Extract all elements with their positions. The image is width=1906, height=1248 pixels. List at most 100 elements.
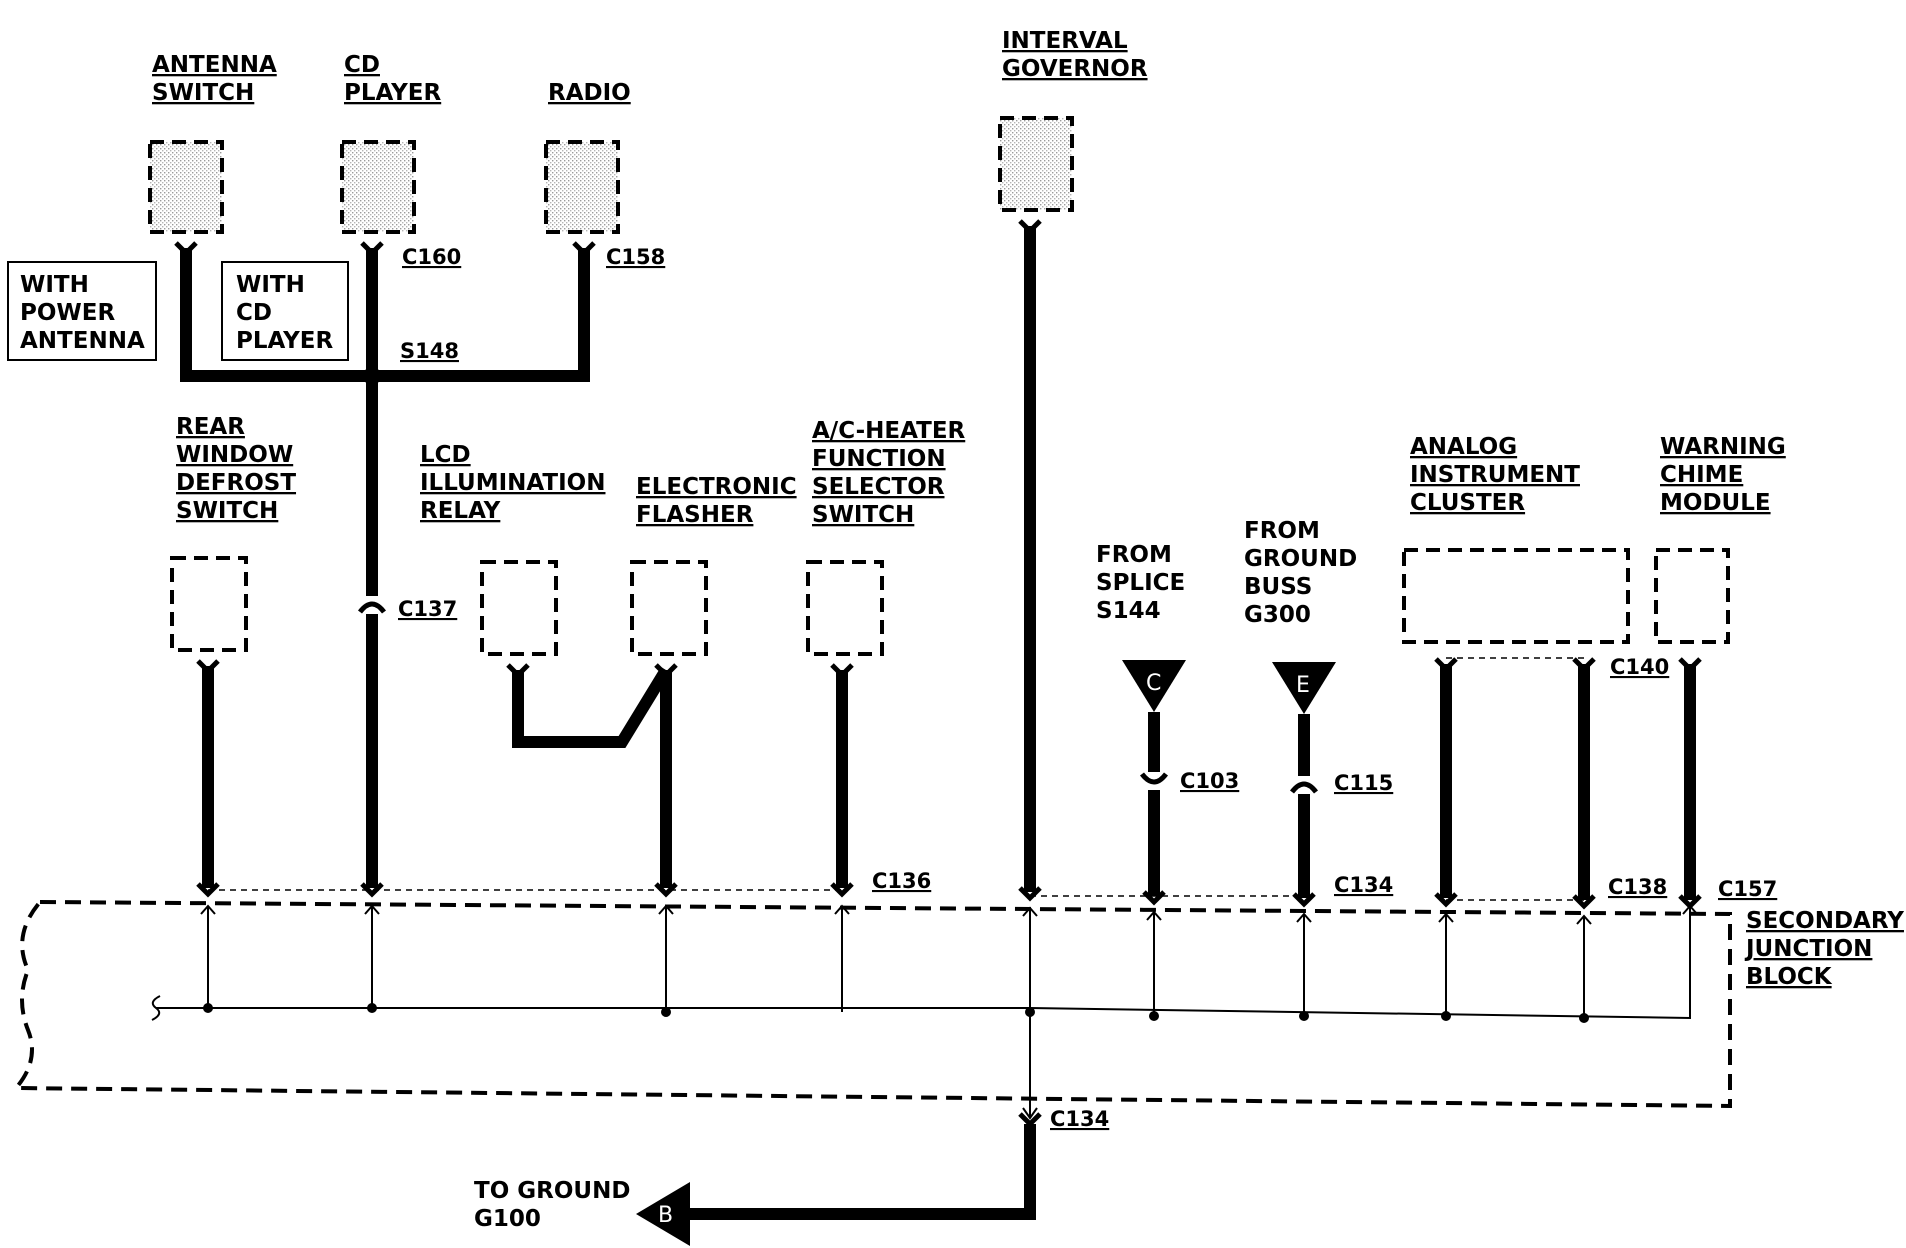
cluster-label-2: INSTRUMENT bbox=[1410, 462, 1580, 488]
with-power-antenna-frame bbox=[7, 261, 157, 361]
flasher-terminal bbox=[654, 663, 678, 679]
radio: RADIO bbox=[544, 80, 631, 234]
interval-governor: INTERVAL GOVERNOR bbox=[998, 28, 1148, 212]
lcd-relay-label-3: RELAY bbox=[420, 498, 501, 524]
junction-block-label-3: BLOCK bbox=[1746, 964, 1833, 990]
with-power-antenna-line-1: WITH bbox=[20, 272, 89, 298]
splice-c-letter: C bbox=[1146, 671, 1161, 696]
terminal-ac-heater bbox=[830, 882, 854, 898]
antenna-switch-label-2: SWITCH bbox=[152, 80, 254, 106]
c115-connector bbox=[1290, 781, 1318, 794]
splice-c-triangle bbox=[1122, 660, 1186, 712]
terminal-s148 bbox=[360, 882, 384, 898]
rear-defrost-label-3: DEFROST bbox=[176, 470, 296, 496]
chime-label-1: WARNING bbox=[1660, 434, 1786, 460]
with-cd-player-line-2: CD bbox=[236, 300, 272, 326]
c136-label: C136 bbox=[872, 869, 931, 893]
lcd-illumination-relay: LCD ILLUMINATION RELAY bbox=[420, 442, 672, 748]
s148-label: S148 bbox=[400, 339, 459, 363]
ground-b-letter: B bbox=[658, 1203, 673, 1228]
antenna-switch-label-1: ANTENNA bbox=[152, 52, 277, 78]
flasher-label-1: ELECTRONIC bbox=[636, 474, 797, 500]
antenna-switch-wire bbox=[180, 248, 590, 382]
c134-top-label: C134 bbox=[1334, 873, 1393, 897]
from-buss-line-2: GROUND bbox=[1244, 546, 1357, 572]
with-power-antenna-line-2: POWER bbox=[20, 300, 115, 326]
chime-terminal bbox=[1678, 657, 1702, 673]
to-ground-line-1: TO GROUND bbox=[474, 1178, 630, 1204]
cluster-label-1: ANALOG bbox=[1410, 434, 1517, 460]
rear-defrost-label-1: REAR bbox=[176, 414, 245, 440]
ac-heater-terminal bbox=[830, 663, 854, 679]
junction-block-label-1: SECONDARY bbox=[1746, 908, 1904, 934]
cd-player-box bbox=[340, 140, 416, 234]
terminal-splice-c bbox=[1142, 890, 1166, 906]
from-ground-buss-g300: FROM GROUND BUSS G300 E C115 C134 bbox=[1244, 518, 1393, 898]
ac-heater-label-4: SWITCH bbox=[812, 502, 914, 528]
c115-label: C115 bbox=[1334, 771, 1393, 795]
buss-e-triangle bbox=[1272, 662, 1336, 714]
to-ground-g100: B C134 TO GROUND G100 bbox=[474, 1107, 1109, 1246]
interval-governor-terminal bbox=[1018, 219, 1042, 235]
from-splice-line-3: S144 bbox=[1096, 598, 1161, 624]
rear-defrost-label-2: WINDOW bbox=[176, 442, 293, 468]
c160-label: C160 bbox=[402, 245, 461, 269]
electronic-flasher: ELECTRONIC FLASHER bbox=[630, 474, 797, 888]
terminal-flasher bbox=[654, 882, 678, 898]
cd-player: CD PLAYER bbox=[340, 52, 441, 234]
radio-terminal bbox=[572, 241, 596, 257]
antenna-switch-terminal bbox=[174, 241, 198, 257]
to-ground-line-2: G100 bbox=[474, 1206, 541, 1232]
chime-box bbox=[1654, 548, 1730, 644]
from-buss-line-4: G300 bbox=[1244, 602, 1311, 628]
ac-heater-label-1: A/C-HEATER bbox=[812, 418, 966, 444]
c137-connector bbox=[358, 601, 386, 614]
cluster-label-3: CLUSTER bbox=[1410, 490, 1525, 516]
antenna-switch: ANTENNA SWITCH bbox=[148, 52, 277, 234]
with-power-antenna-note: WITH POWER ANTENNA bbox=[7, 261, 157, 361]
flasher-label-2: FLASHER bbox=[636, 502, 754, 528]
lcd-relay-box bbox=[480, 560, 558, 656]
from-buss-line-1: FROM bbox=[1244, 518, 1320, 544]
rear-defrost-terminal bbox=[196, 659, 220, 675]
secondary-junction-block: SECONDARY JUNCTION BLOCK bbox=[11, 899, 1904, 1120]
ground-output-wire bbox=[680, 1124, 1036, 1220]
terminal-interval-governor bbox=[1018, 886, 1042, 902]
c158-label: C158 bbox=[606, 245, 665, 269]
radio-label: RADIO bbox=[548, 80, 631, 106]
warning-chime-module: WARNING CHIME MODULE C157 bbox=[1654, 434, 1786, 901]
c134-bottom-label: C134 bbox=[1050, 1107, 1109, 1131]
radio-box bbox=[544, 140, 620, 234]
terminal-cluster-2 bbox=[1572, 894, 1596, 910]
c138-label: C138 bbox=[1608, 875, 1667, 899]
cluster-terminal-1 bbox=[1434, 657, 1458, 673]
terminal-rear-defrost bbox=[196, 882, 220, 898]
tap-arrowheads bbox=[200, 904, 1698, 1120]
bus-junction-dots bbox=[203, 1003, 1589, 1023]
lcd-relay-label-2: ILLUMINATION bbox=[420, 470, 605, 496]
interval-governor-circuit bbox=[1018, 219, 1042, 892]
rear-defrost-label-4: SWITCH bbox=[176, 498, 278, 524]
rear-defrost-box bbox=[170, 556, 248, 652]
terminal-buss-e bbox=[1292, 892, 1316, 908]
with-power-antenna-line-3: ANTENNA bbox=[20, 328, 145, 354]
from-splice-line-2: SPLICE bbox=[1096, 570, 1185, 596]
c140-label: C140 bbox=[1610, 655, 1669, 679]
with-cd-player-line-3: PLAYER bbox=[236, 328, 333, 354]
junction-block-label-2: JUNCTION bbox=[1744, 936, 1872, 962]
cluster-box bbox=[1402, 548, 1630, 644]
rear-window-defrost-switch: REAR WINDOW DEFROST SWITCH bbox=[170, 414, 296, 888]
terminal-cluster-1 bbox=[1434, 892, 1458, 908]
flasher-box bbox=[630, 560, 708, 656]
cd-player-terminal bbox=[360, 241, 384, 257]
upper-radio-circuit: C160 C158 S148 bbox=[174, 241, 665, 385]
ground-b-arrow bbox=[636, 1182, 690, 1246]
s148-ground-wire: C137 bbox=[358, 376, 457, 888]
with-cd-player-note: WITH CD PLAYER bbox=[221, 261, 349, 361]
buss-e-letter: E bbox=[1296, 673, 1310, 698]
cluster-terminal-2 bbox=[1572, 657, 1596, 673]
interval-governor-box bbox=[998, 116, 1074, 212]
interval-governor-label-2: GOVERNOR bbox=[1002, 56, 1148, 82]
ac-heater-label-3: SELECTOR bbox=[812, 474, 945, 500]
